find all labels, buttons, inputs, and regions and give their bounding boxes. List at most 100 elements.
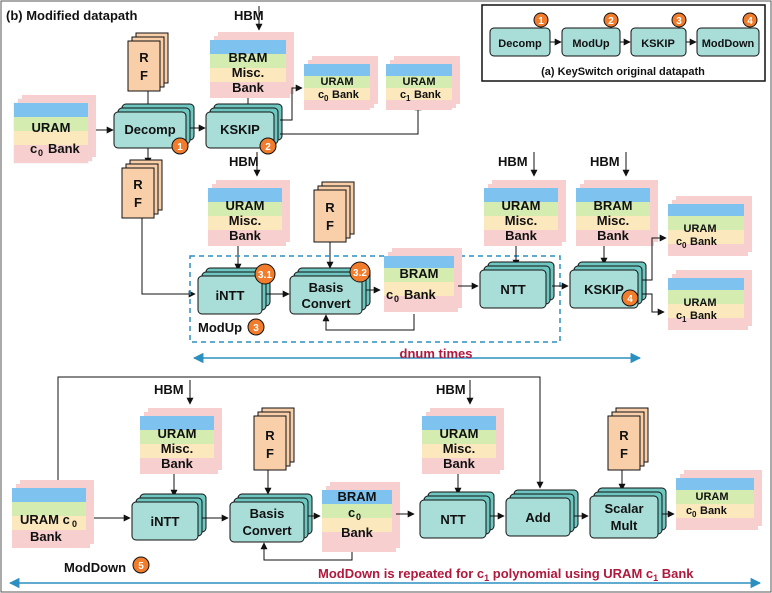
ntt-block-modup: NTT xyxy=(479,261,555,309)
svg-text:BRAM: BRAM xyxy=(594,198,633,213)
svg-text:Decomp: Decomp xyxy=(498,38,542,50)
svg-text:Bank: Bank xyxy=(161,456,194,471)
svg-text:0: 0 xyxy=(324,94,329,103)
svg-text:Convert: Convert xyxy=(301,296,351,311)
svg-text:Bank: Bank xyxy=(414,89,442,101)
svg-text:4: 4 xyxy=(747,16,753,27)
svg-text:Bank: Bank xyxy=(48,141,81,156)
svg-text:F: F xyxy=(140,68,148,83)
svg-text:Bank: Bank xyxy=(30,529,63,544)
svg-text:3: 3 xyxy=(676,16,682,27)
svg-text:URAM: URAM xyxy=(321,76,354,88)
add-block: Add xyxy=(505,489,579,537)
basis-convert-block-modup: Basis Convert 3.2 xyxy=(289,261,371,315)
ntt-block-moddown: NTT xyxy=(419,491,495,539)
svg-text:Bank: Bank xyxy=(443,456,476,471)
svg-text:Scalar: Scalar xyxy=(604,501,643,516)
orig-stage-decomp: Decomp 1 xyxy=(489,12,551,57)
svg-text:Bank: Bank xyxy=(229,228,262,243)
kskip-block-top: KSKIP 2 xyxy=(205,103,283,155)
svg-text:1: 1 xyxy=(406,94,411,103)
svg-text:Misc.: Misc. xyxy=(597,213,630,228)
svg-text:iNTT: iNTT xyxy=(216,288,245,303)
svg-text:2: 2 xyxy=(265,142,271,153)
svg-text:F: F xyxy=(134,195,142,210)
svg-text:c: c xyxy=(676,310,682,322)
register-file-moddown-2: R F xyxy=(607,407,649,471)
svg-text:Basis: Basis xyxy=(250,506,285,521)
svg-text:URAM: URAM xyxy=(440,426,479,441)
svg-text:ModDown: ModDown xyxy=(702,38,755,50)
svg-text:Misc.: Misc. xyxy=(229,213,262,228)
svg-text:URAM: URAM xyxy=(696,491,729,503)
kskip-block-modup: KSKIP 4 xyxy=(569,261,647,309)
svg-text:3.2: 3.2 xyxy=(353,268,367,279)
svg-text:R: R xyxy=(139,50,149,65)
bram-c0-bank: BRAM c 0 Bank xyxy=(384,248,462,312)
svg-text:R: R xyxy=(619,428,629,443)
svg-text:Bank: Bank xyxy=(597,228,630,243)
uram-misc-bank-moddown: URAM Misc. Bank xyxy=(140,408,222,474)
register-file-moddown-1: R F xyxy=(253,407,295,471)
svg-text:KSKIP: KSKIP xyxy=(220,122,260,137)
modup-label: ModUp xyxy=(198,320,242,335)
svg-text:c: c xyxy=(676,236,682,248)
svg-text:URAM c: URAM c xyxy=(20,512,70,527)
intt-block-moddown: iNTT xyxy=(131,493,207,541)
svg-text:Bank: Bank xyxy=(341,525,374,540)
svg-text:BRAM: BRAM xyxy=(400,266,439,281)
dnum-label: dnum times xyxy=(400,346,473,361)
svg-text:4: 4 xyxy=(627,294,633,305)
svg-text:NTT: NTT xyxy=(500,282,525,297)
bram-misc-bank-top: BRAM Misc. Bank xyxy=(210,32,294,98)
svg-text:URAM: URAM xyxy=(32,120,71,135)
svg-text:1: 1 xyxy=(538,16,544,27)
svg-text:ModUp: ModUp xyxy=(572,38,610,50)
svg-text:Add: Add xyxy=(525,510,550,525)
svg-text:F: F xyxy=(266,446,274,461)
svg-text:Misc.: Misc. xyxy=(161,441,194,456)
svg-text:3.1: 3.1 xyxy=(258,270,272,281)
svg-text:Bank: Bank xyxy=(332,89,360,101)
svg-text:3: 3 xyxy=(253,323,259,334)
svg-text:R: R xyxy=(133,177,143,192)
svg-text:0: 0 xyxy=(692,510,697,519)
scalar-mult-block: Scalar Mult xyxy=(589,487,667,539)
svg-text:0: 0 xyxy=(38,148,43,158)
svg-text:Bank: Bank xyxy=(404,287,437,302)
hbm-label-4: HBM xyxy=(590,154,620,169)
hbm-label-6: HBM xyxy=(436,382,466,397)
hbm-label-3: HBM xyxy=(498,154,528,169)
decomp-block: Decomp 1 xyxy=(113,103,195,155)
svg-text:KSKIP: KSKIP xyxy=(641,38,675,50)
svg-text:R: R xyxy=(265,428,275,443)
basis-convert-block-moddown: Basis Convert xyxy=(229,493,313,543)
uram-c0-bank-input: URAM c 0 Bank xyxy=(13,95,96,164)
svg-text:URAM: URAM xyxy=(684,297,717,309)
svg-text:Bank: Bank xyxy=(505,228,538,243)
svg-text:R: R xyxy=(325,200,335,215)
svg-text:c: c xyxy=(348,505,355,520)
svg-text:Misc.: Misc. xyxy=(505,213,538,228)
hbm-label-2: HBM xyxy=(229,154,259,169)
svg-text:Convert: Convert xyxy=(242,523,292,538)
svg-text:0: 0 xyxy=(356,512,361,522)
uram-c0-bank-moddown: URAM c 0 Bank xyxy=(12,480,94,548)
svg-text:BRAM: BRAM xyxy=(338,489,377,504)
svg-text:F: F xyxy=(326,218,334,233)
moddown-label: ModDown xyxy=(64,560,126,575)
hbm-label-5: HBM xyxy=(154,382,184,397)
svg-text:c: c xyxy=(386,287,393,302)
uram-c0-bank-right: URAM c 0 Bank xyxy=(668,196,752,256)
svg-text:Mult: Mult xyxy=(611,518,638,533)
bram-misc-bank-kskip: BRAM Misc. Bank xyxy=(576,180,658,246)
hbm-label-1: HBM xyxy=(234,8,264,23)
svg-text:URAM: URAM xyxy=(226,198,265,213)
orig-stage-moddown: ModDown 4 xyxy=(696,12,760,57)
svg-text:0: 0 xyxy=(72,519,77,529)
uram-c0-bank-top: URAM c 0 Bank xyxy=(304,56,378,110)
svg-text:c: c xyxy=(30,141,37,156)
svg-text:URAM: URAM xyxy=(158,426,197,441)
svg-text:1: 1 xyxy=(177,142,183,153)
